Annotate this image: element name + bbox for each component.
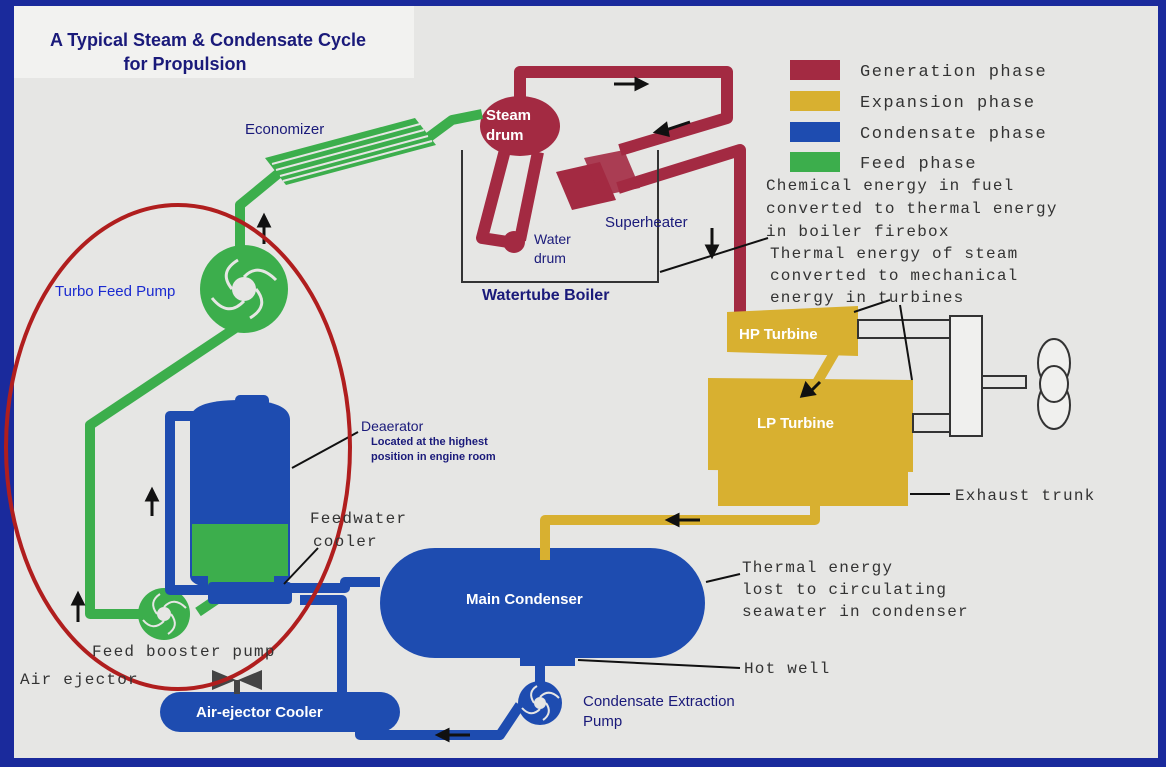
label-lp-turbine: LP Turbine <box>757 415 834 432</box>
note-chemical-2: converted to thermal energy <box>766 200 1058 218</box>
flow-arrows <box>70 76 822 743</box>
label-deaerator: Deaerator <box>361 418 424 434</box>
legend-label-condensate: Condensate phase <box>860 125 1047 144</box>
label-water-drum-1: Water <box>534 231 571 247</box>
legend-swatch-expansion <box>790 91 840 111</box>
condensate-extraction-pump <box>518 681 562 725</box>
feed-booster-pump <box>138 588 190 640</box>
turbo-feed-pump <box>200 245 288 333</box>
economizer <box>265 118 436 185</box>
note-thermal-mech-3: energy in turbines <box>770 289 964 307</box>
legend-swatch-generation <box>790 60 840 80</box>
note-thermal-mech-1: Thermal energy of steam <box>770 245 1018 263</box>
energy-notes: Chemical energy in fuel converted to the… <box>742 177 1058 621</box>
deaerator <box>190 400 290 590</box>
label-steam-drum-2: drum <box>486 127 524 144</box>
legend-swatch-condensate <box>790 122 840 142</box>
note-thermal-mech-2: converted to mechanical <box>770 267 1018 285</box>
legend: Generation phase Expansion phase Condens… <box>790 60 1047 174</box>
leader-lines <box>283 237 950 669</box>
label-hot-well: Hot well <box>744 660 830 678</box>
title-panel <box>14 6 414 78</box>
hp-turbine <box>727 306 858 356</box>
legend-swatch-feed <box>790 152 840 172</box>
feedwater-cooler <box>208 582 292 604</box>
label-steam-drum-1: Steam <box>486 107 531 124</box>
title-line-1: A Typical Steam & Condensate Cycle <box>50 30 366 50</box>
lp-turbine <box>708 378 913 472</box>
label-water-drum-2: drum <box>534 250 566 266</box>
note-chemical-3: in boiler firebox <box>766 223 950 241</box>
component-labels: Economizer Steam drum Water drum Superhe… <box>20 107 1095 730</box>
legend-label-generation: Generation phase <box>860 63 1047 82</box>
superheater-element <box>584 150 640 196</box>
label-condensate-pump-1: Condensate Extraction <box>583 693 735 710</box>
label-feedwater-cooler-2: cooler <box>313 533 378 551</box>
legend-label-feed: Feed phase <box>860 155 977 174</box>
propeller-shaft <box>857 315 1027 437</box>
feed-pump-highlight-ring <box>4 203 352 691</box>
air-ejector-cooler <box>160 692 400 732</box>
label-hp-turbine: HP Turbine <box>739 326 818 343</box>
label-deaerator-note-1: Located at the highest <box>371 436 488 448</box>
steam-drum <box>480 96 560 156</box>
propeller <box>1037 338 1071 430</box>
note-thermal-lost-1: Thermal energy <box>742 559 893 577</box>
label-economizer: Economizer <box>245 121 324 138</box>
title-line-2: for Propulsion <box>124 54 247 74</box>
note-thermal-lost-3: seawater in condenser <box>742 603 969 621</box>
exhaust-trunk <box>718 468 908 506</box>
note-thermal-lost-2: lost to circulating <box>742 581 947 599</box>
label-watertube-boiler: Watertube Boiler <box>482 287 609 304</box>
label-superheater: Superheater <box>605 214 688 231</box>
legend-label-expansion: Expansion phase <box>860 94 1036 113</box>
label-exhaust-trunk: Exhaust trunk <box>955 487 1095 505</box>
boiler-casing <box>461 150 659 283</box>
label-condensate-pump-2: Pump <box>583 713 622 730</box>
label-feedwater-cooler-1: Feedwater <box>310 510 407 528</box>
label-feed-booster-pump: Feed booster pump <box>92 643 276 661</box>
label-air-ejector-cooler: Air-ejector Cooler <box>196 704 323 721</box>
main-condenser <box>380 548 705 666</box>
label-deaerator-note-2: position in engine room <box>371 451 496 463</box>
label-air-ejector: Air ejector <box>20 671 139 689</box>
water-drum <box>503 231 525 253</box>
note-chemical-1: Chemical energy in fuel <box>766 177 1014 195</box>
label-main-condenser: Main Condenser <box>466 591 583 608</box>
label-turbo-feed-pump: Turbo Feed Pump <box>55 283 175 300</box>
